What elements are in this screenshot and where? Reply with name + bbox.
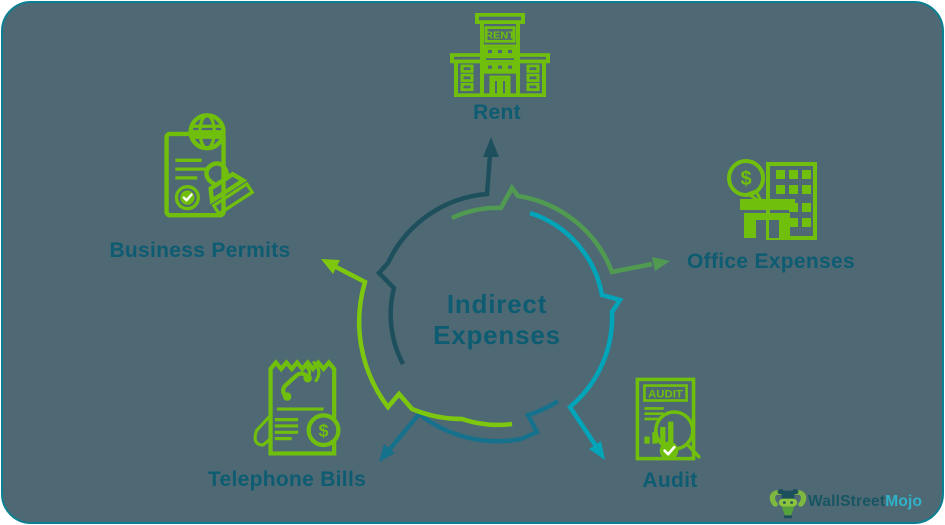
arrow-segment-business-permits	[321, 259, 513, 428]
stamp-glyph	[204, 161, 255, 217]
wordmark-mojo: Mojo	[885, 493, 923, 510]
arrow-segment-rent	[375, 137, 499, 366]
label-office-expenses: Office Expenses	[687, 250, 855, 273]
label-audit: Audit	[642, 469, 698, 492]
wordmark-wallstreet: WallStreet	[808, 493, 886, 510]
diagram-title: Indirect Expenses	[347, 289, 647, 351]
wallstreetmojo-wordmark: WallStreetMojo	[808, 493, 922, 511]
diagram-title-line2: Expenses	[433, 320, 561, 350]
diagram-title-line1: Indirect	[446, 289, 548, 319]
audit-icon: AUDIT	[635, 377, 701, 461]
arrowhead-office-expenses	[652, 257, 670, 271]
arrowhead-audit	[589, 441, 605, 460]
arrowhead-rent	[483, 137, 499, 157]
arrow-segment-audit	[529, 210, 624, 460]
arrowhead-telephone-bills	[379, 444, 395, 462]
telephone-bills-icon: $	[253, 359, 341, 456]
rent-icon: RENT	[450, 13, 550, 97]
rent-sign-text: RENT	[485, 30, 515, 41]
wallstreetmojo-bull-icon	[769, 489, 807, 519]
arrow-segment-office-expenses	[451, 183, 670, 275]
arrow-segment-telephone-bills	[379, 399, 560, 462]
office-dollar-text: $	[740, 168, 751, 190]
label-business-permits: Business Permits	[109, 239, 291, 262]
arrowhead-business-permits	[321, 259, 340, 274]
audit-heading-text: AUDIT	[648, 388, 683, 400]
label-rent: Rent	[473, 101, 521, 124]
label-telephone-bills: Telephone Bills	[207, 468, 367, 491]
office-expenses-icon: $	[727, 159, 817, 240]
telephone-dollar-text: $	[319, 421, 329, 441]
business-permits-icon	[164, 113, 255, 218]
